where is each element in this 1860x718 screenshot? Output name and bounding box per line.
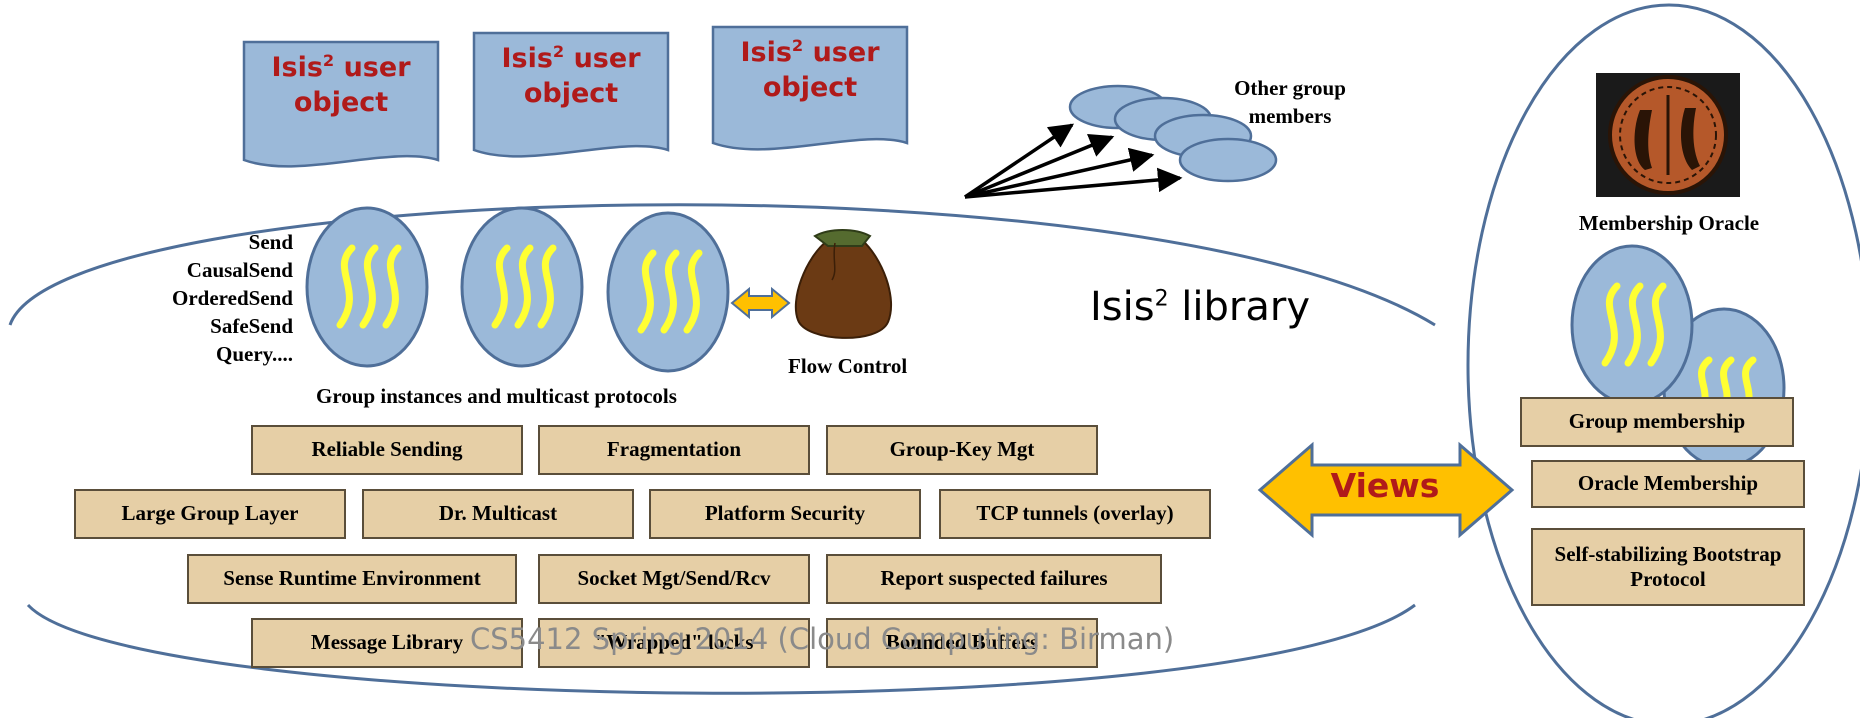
footer-caption: CS5412 Spring 2014 (Cloud Computing: Bir…: [470, 622, 1175, 656]
send-primitive: CausalSend: [186, 258, 293, 282]
send-primitive: OrderedSend: [172, 286, 293, 310]
socket-mgt-box: Socket Mgt/Send/Rcv: [538, 554, 810, 604]
user-object-shape-1: [242, 40, 440, 168]
group-instance-1: [305, 206, 429, 368]
fragmentation-box: Fragmentation: [538, 425, 810, 475]
send-primitive: Send: [248, 230, 293, 254]
library-title: Isis2 library: [1090, 284, 1310, 330]
views-double-arrow: [1257, 441, 1515, 539]
oracle-membership-box: Oracle Membership: [1531, 460, 1805, 508]
other-member-ellipse-4: [1178, 137, 1278, 183]
report-failures-box: Report suspected failures: [826, 554, 1162, 604]
oracle-ellipse: [1466, 3, 1860, 718]
oracle-group-instance-front: [1570, 244, 1694, 406]
bounded-buffers-box: Bounded Buffers: [826, 618, 1098, 668]
group-key-mgt-box: Group-Key Mgt: [826, 425, 1098, 475]
flow-control-label: Flow Control: [788, 354, 908, 378]
user-object-shape-3: [711, 25, 909, 151]
message-library-box: Message Library: [251, 618, 523, 668]
flow-double-arrow: [730, 286, 791, 320]
money-bag-icon: [794, 229, 893, 339]
self-stabilizing-bootstrap-box: Self-stabilizing Bootstrap Protocol: [1531, 528, 1805, 606]
send-primitive: SafeSend: [210, 314, 293, 338]
oracle-painting-image: [1596, 73, 1740, 197]
tcp-tunnels-box: TCP tunnels (overlay): [939, 489, 1211, 539]
user-object-2: Isis2 user object: [501, 42, 641, 110]
library-ellipse-bottom: [26, 603, 1416, 695]
send-primitives-list: Send CausalSend OrderedSend SafeSend Que…: [172, 228, 293, 368]
multicast-arrows: [964, 123, 1183, 199]
reliable-sending-box: Reliable Sending: [251, 425, 523, 475]
views-label: Views: [1330, 466, 1440, 505]
other-group-members-label: Other group members: [1234, 76, 1346, 128]
dr-multicast-box: Dr. Multicast: [362, 489, 634, 539]
large-group-layer-box: Large Group Layer: [74, 489, 346, 539]
send-primitive: Query....: [216, 342, 293, 366]
library-ellipse-top: [8, 203, 1436, 327]
user-object-shape-2: [472, 31, 670, 158]
group-membership-box: Group membership: [1520, 397, 1794, 447]
group-instances-label: Group instances and multicast protocols: [316, 384, 677, 408]
wrapped-locks-box: "Wrapped" locks: [538, 618, 810, 668]
group-instance-3: [606, 211, 730, 373]
membership-oracle-label: Membership Oracle: [1578, 211, 1760, 235]
user-object-3: Isis2 user object: [740, 36, 880, 104]
sense-runtime-box: Sense Runtime Environment: [187, 554, 517, 604]
user-object-1: Isis2 user object: [271, 51, 411, 119]
group-instance-2: [460, 206, 584, 368]
platform-security-box: Platform Security: [649, 489, 921, 539]
